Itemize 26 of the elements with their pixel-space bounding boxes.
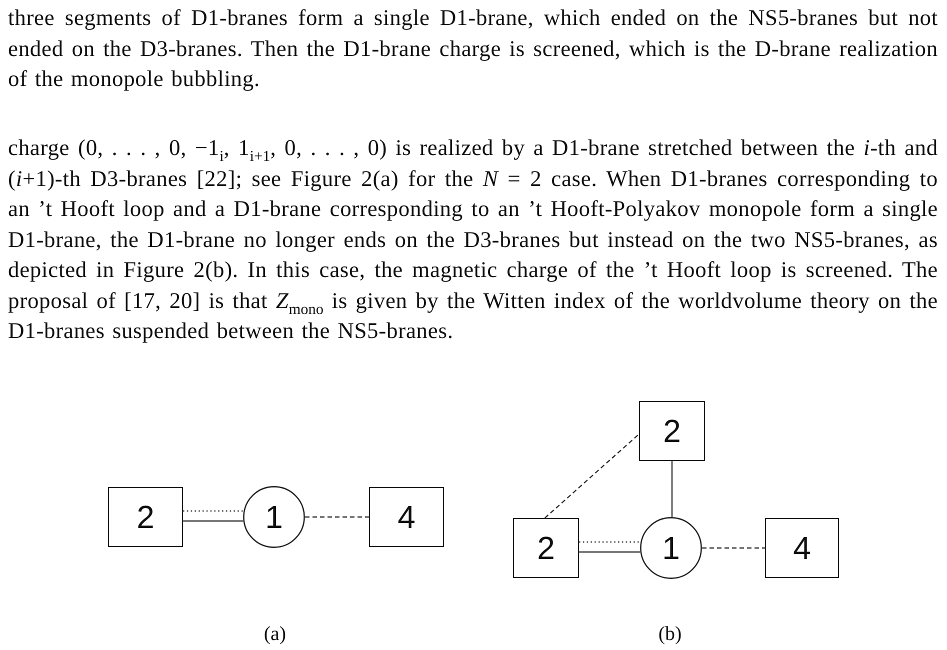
node-number: 4 (398, 501, 416, 533)
circle-node (243, 486, 305, 548)
dashed-line (702, 547, 765, 549)
dashed-line (544, 434, 640, 518)
body-paragraph: charge (0, . . . , 0, −1$_{i}$, 1$_{i+1}$, 0, . . . , 0) is realized by a D1-brane stretched between the i-th and (i+1)-th D3-branes [22]; see Figure 2(a) for the N = 2 case. When D1-branes corresponding to an ’t Hooft loop and a D1-brane corresponding to an ’t Hooft-Polyakov monopole form a single D1-brane, the D1-brane no longer ends on the D3-branes but instead on the two NS5-branes, as depicted in Figure 2(b). In this case, the magnetic charge of the ’t Hooft loop is screened. The proposal of [17, 20] is that Z$_{mono}$ is given by the Witten index of the worldvolume theory on the D1-branes suspended between the NS5-branes. (8, 134, 938, 345)
square-node (108, 487, 183, 547)
node-number: 1 (662, 532, 680, 564)
dashed-line (305, 516, 369, 518)
node-number: 4 (793, 532, 811, 564)
node-number: 2 (537, 532, 555, 564)
dotted-line (579, 541, 641, 543)
solid-line (671, 461, 673, 518)
square-node (369, 487, 444, 547)
dotted-line (183, 510, 244, 512)
node-number: 2 (136, 501, 154, 533)
square-node (513, 518, 579, 578)
body-paragraph: three segments of D1-branes form a single D1-brane, which ended on the NS5-branes but not ended on the D3-branes. Then the D1-brane charge is screened, which is the D-brane realization of the monopole bubbling. (8, 4, 938, 93)
subfigure-label: (b) (658, 622, 682, 646)
square-node (765, 518, 839, 578)
solid-line (183, 520, 244, 522)
node-number: 2 (663, 415, 681, 447)
solid-line (579, 551, 640, 553)
square-node (639, 401, 705, 461)
subfigure-label: (a) (264, 622, 286, 646)
circle-node (640, 517, 702, 579)
node-number: 1 (265, 501, 283, 533)
